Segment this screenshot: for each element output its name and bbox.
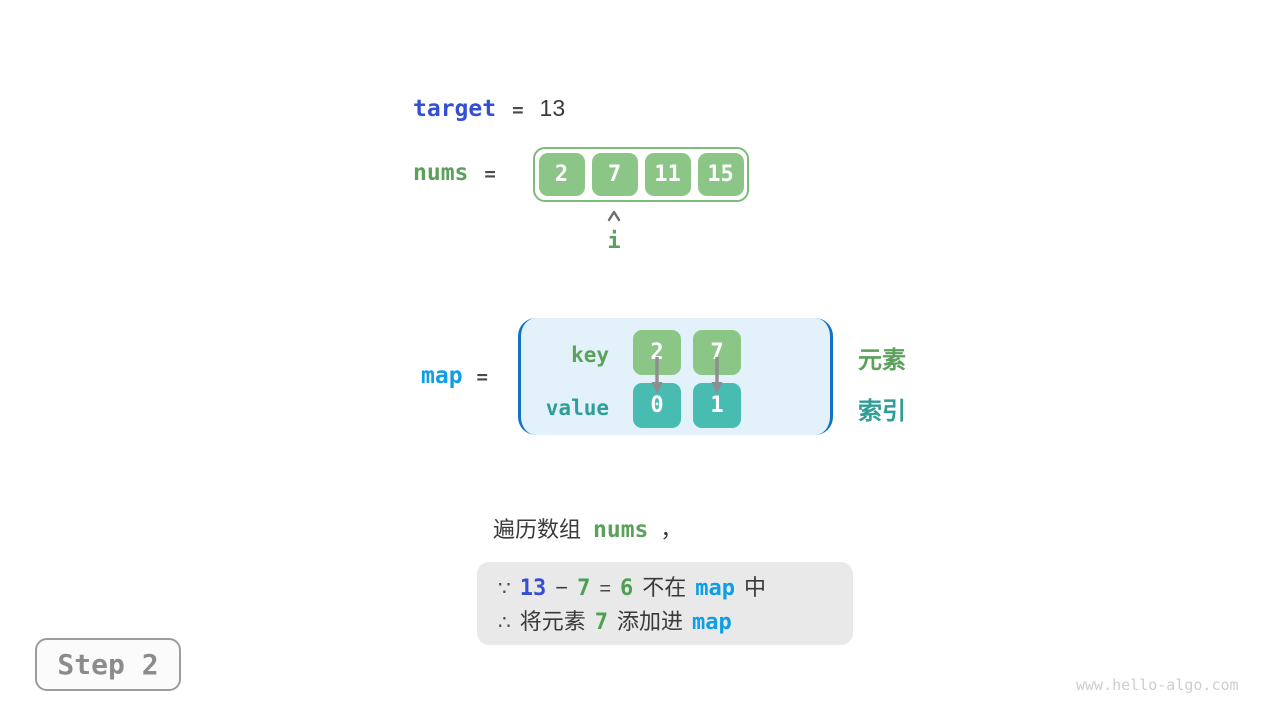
note-line-2: ∴ 将元素 7 添加进 map — [498, 604, 853, 638]
caption-prefix: 遍历数组 — [493, 517, 582, 542]
note-text: 添加进 — [617, 609, 684, 634]
note-number: 6 — [620, 576, 634, 601]
step-badge: Step 2 — [35, 638, 181, 691]
element-side-label: 元素 — [858, 347, 906, 374]
site-watermark: www.hello-algo.com — [1076, 676, 1239, 694]
minus-sign: − — [555, 575, 569, 600]
note-text: 不在 — [642, 575, 687, 600]
caption-code: nums — [593, 517, 649, 543]
reasoning-note-box: ∵ 13 − 7 = 6 不在 map 中 ∴ 将元素 7 添加进 map — [477, 562, 853, 645]
because-symbol: ∵ — [498, 578, 511, 600]
target-assignment: target = 13 — [413, 95, 565, 122]
nums-assignment: nums = — [413, 160, 496, 186]
map-value-label: value — [545, 396, 609, 420]
index-side-label: 索引 — [858, 398, 906, 425]
map-label: map — [421, 363, 463, 389]
nums-cell: 15 — [697, 153, 744, 196]
map-value-cell: 0 — [633, 383, 681, 428]
index-pointer-up-icon — [607, 210, 621, 222]
equals-sign: = — [476, 366, 488, 388]
equals-sign: = — [484, 163, 496, 185]
note-number: 7 — [577, 576, 591, 601]
nums-label: nums — [413, 160, 469, 186]
map-container: key value 2 7 0 1 — [518, 318, 833, 435]
key-to-value-arrow-icon — [711, 357, 723, 394]
note-number: 13 — [519, 576, 547, 601]
map-ref: map — [695, 576, 736, 601]
equals-sign: = — [599, 578, 612, 600]
caption-suffix: ， — [660, 517, 683, 542]
key-to-value-arrow-icon — [651, 357, 663, 394]
map-key-label: key — [571, 343, 609, 367]
nums-cell: 2 — [538, 153, 585, 196]
note-text: 将元素 — [519, 609, 586, 634]
target-label: target — [413, 96, 497, 122]
map-assignment: map = — [421, 363, 488, 389]
map-ref: map — [692, 610, 732, 635]
caption-line: 遍历数组 nums ， — [493, 512, 682, 544]
nums-cell: 7 — [591, 153, 638, 196]
nums-array: 2 7 11 15 — [533, 147, 749, 202]
nums-cell: 11 — [644, 153, 691, 196]
target-value: 13 — [539, 95, 566, 121]
note-line-1: ∵ 13 − 7 = 6 不在 map 中 — [498, 570, 853, 604]
note-number: 7 — [594, 610, 608, 635]
index-pointer-label: i — [607, 229, 621, 254]
map-value-cell: 1 — [693, 383, 741, 428]
equals-sign: = — [512, 99, 524, 121]
note-text: 中 — [744, 575, 767, 600]
therefore-symbol: ∴ — [498, 612, 511, 634]
